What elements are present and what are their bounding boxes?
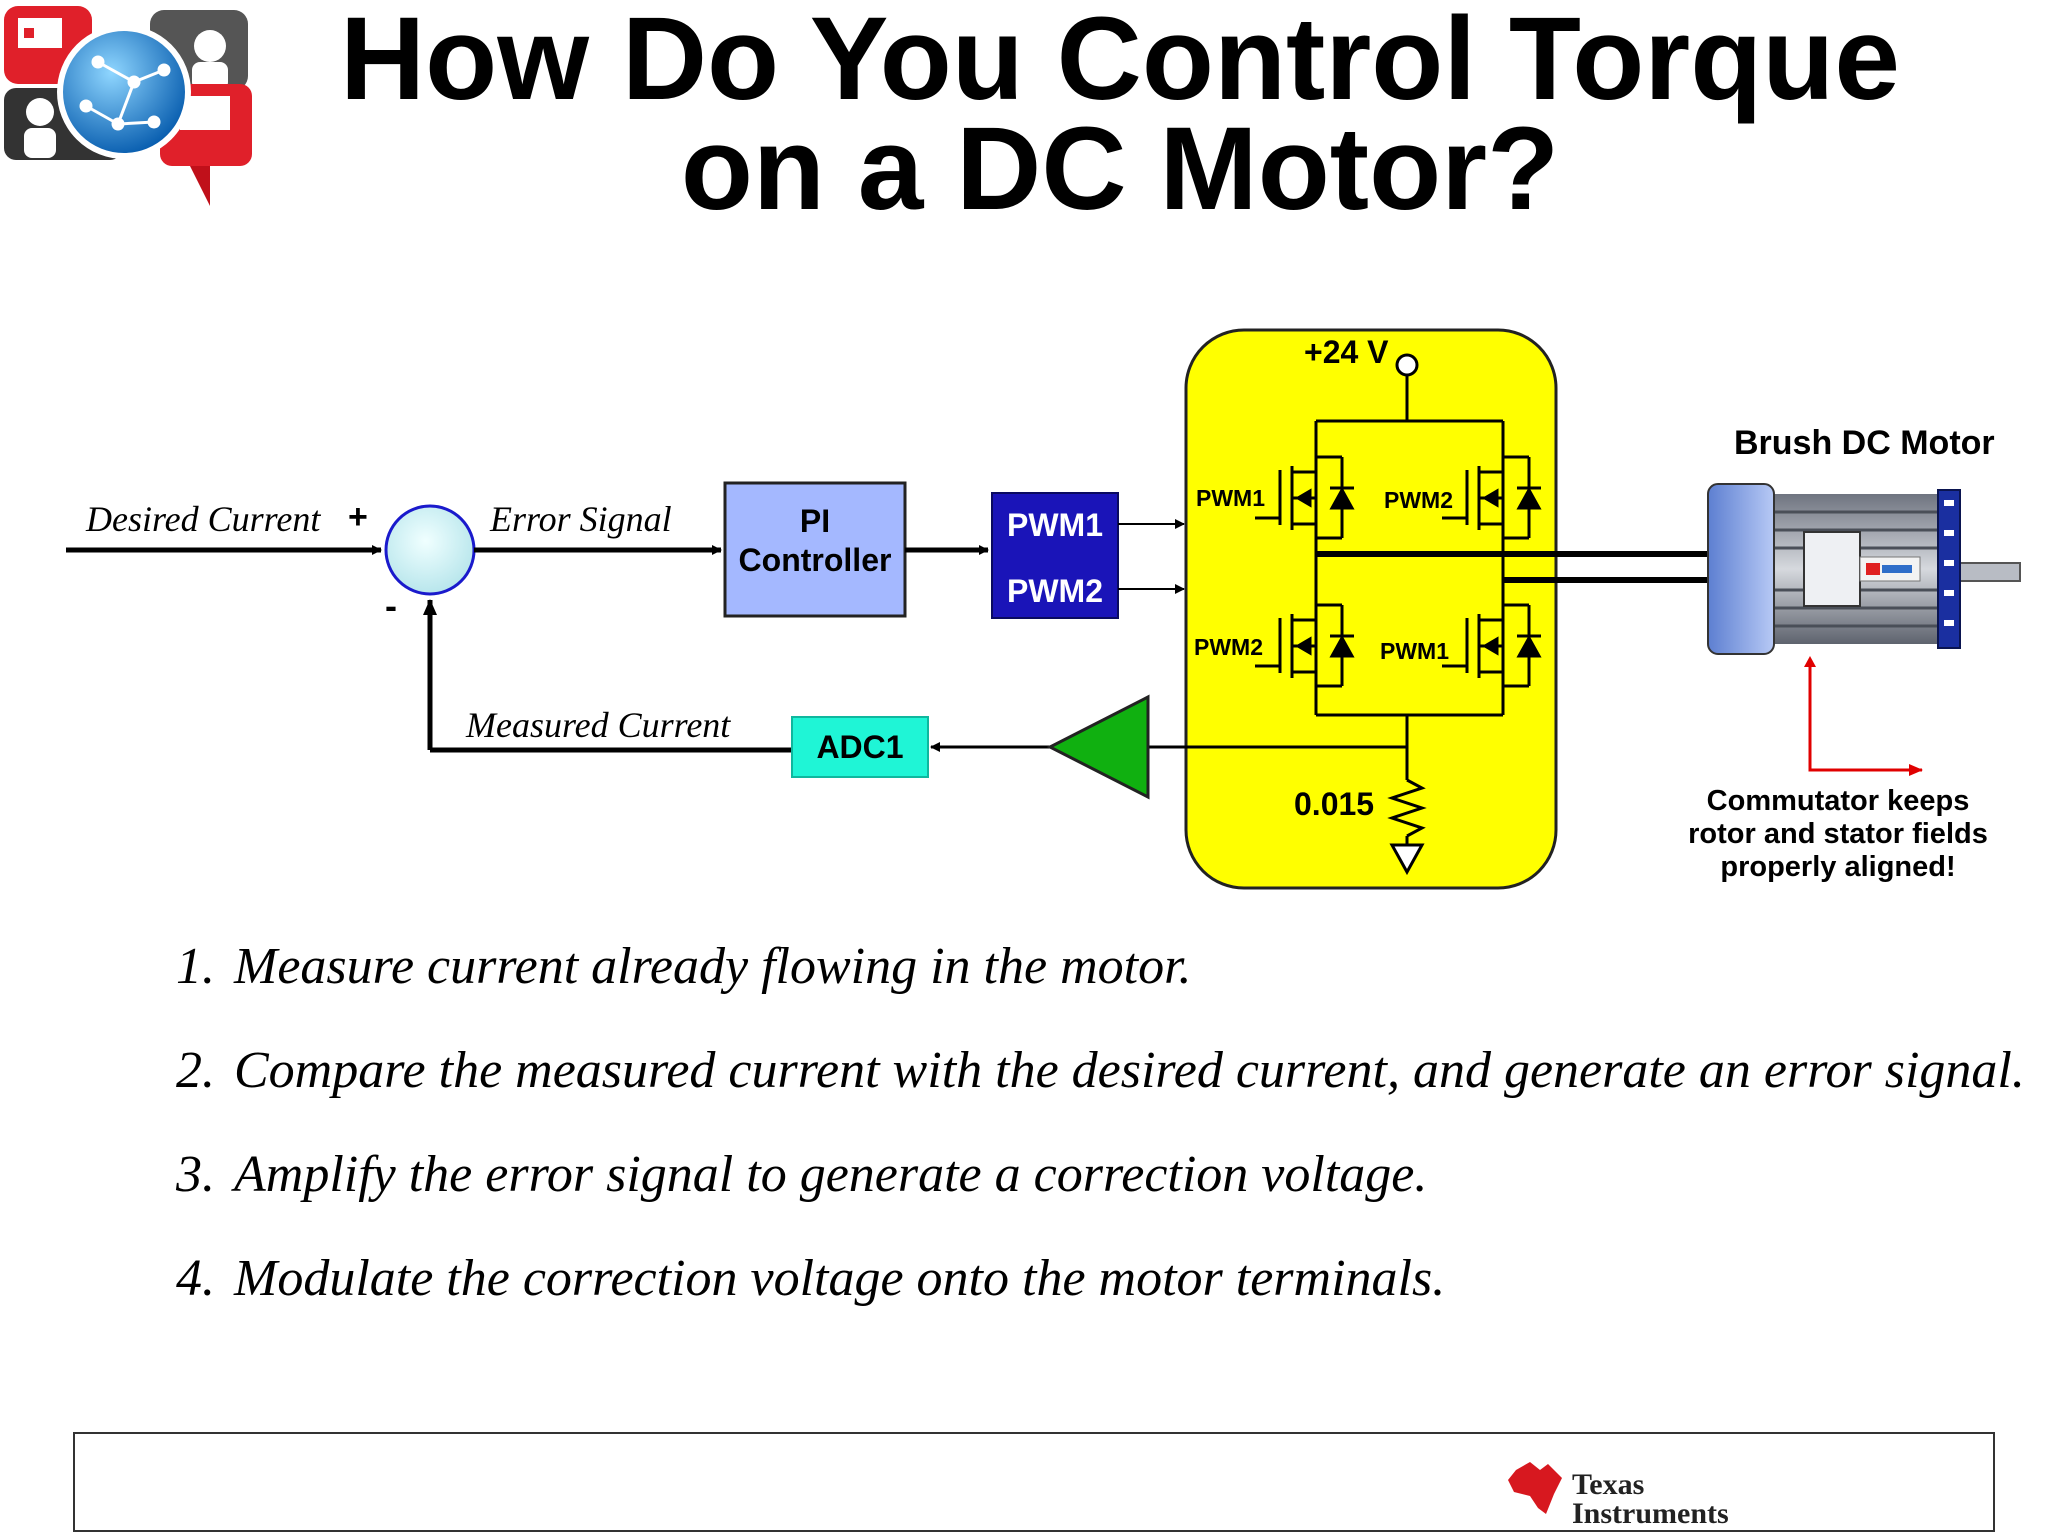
- pwm-block: [991, 492, 1119, 619]
- ti-logo-text-line-2: Instruments: [1572, 1497, 1729, 1530]
- pwm-block-label-1: PWM1: [1007, 507, 1103, 543]
- pi-controller-label-line-2: Controller: [739, 542, 892, 578]
- step-text: Amplify the error signal to generate a c…: [234, 1146, 1428, 1203]
- gate-label-top-right: PWM2: [1384, 487, 1453, 513]
- mosfet-top-right: [1442, 455, 1542, 540]
- minus-sign: -: [385, 585, 397, 626]
- commutator-note-line-1: Commutator keeps: [1707, 785, 1970, 817]
- steps-list: 1. Measure current already flowing in the…: [176, 935, 2025, 1351]
- ground-symbol: [1389, 843, 1425, 876]
- commutator-note-line-3: properly aligned!: [1720, 851, 1955, 883]
- step-number: 3.: [176, 1146, 215, 1203]
- mosfet-bottom-left: [1255, 603, 1355, 688]
- measured-current-label: Measured Current: [465, 705, 731, 745]
- page-title-line-1: How Do You Control Torque: [339, 0, 1901, 125]
- desired-current-label: Desired Current: [85, 499, 321, 539]
- step-number: 4.: [176, 1250, 215, 1307]
- gate-label-top-left: PWM1: [1196, 485, 1265, 511]
- current-sense-amplifier: [1046, 694, 1150, 800]
- adc1-block: [791, 716, 929, 778]
- step-text: Modulate the correction voltage onto the…: [234, 1250, 1446, 1307]
- globe-network-icon: [4, 6, 252, 206]
- commutator-note-line-2: rotor and stator fields: [1688, 818, 1988, 850]
- error-signal-label: Error Signal: [489, 499, 672, 539]
- supply-terminal: [1395, 353, 1419, 377]
- shunt-resistor-label: 0.015: [1294, 786, 1374, 822]
- pi-controller-label-line-1: PI: [800, 503, 830, 539]
- h-bridge-wiring: [1314, 375, 1505, 845]
- gate-label-bottom-left: PWM2: [1194, 634, 1263, 660]
- adc1-label: ADC1: [816, 729, 903, 765]
- step-item: 4. Modulate the correction voltage onto t…: [176, 1247, 2025, 1351]
- step-text: Compare the measured current with the de…: [234, 1042, 2025, 1099]
- footer-bar: [73, 1432, 1995, 1532]
- step-item: 1. Measure current already flowing in the…: [176, 935, 2025, 1039]
- commutator-note-arrow: [1808, 665, 1923, 776]
- page-title-line-2: on a DC Motor?: [680, 103, 1560, 235]
- motor-label: Brush DC Motor: [1734, 424, 1995, 462]
- texas-instruments-logo: Texas Instruments: [1508, 1462, 1729, 1530]
- supply-voltage-label: +24 V: [1304, 334, 1389, 370]
- commutator-note-arrowhead: [1804, 656, 1816, 667]
- summing-junction: [384, 504, 476, 596]
- mosfet-bottom-right: [1442, 603, 1542, 688]
- pwm-block-label-2: PWM2: [1007, 573, 1103, 609]
- pi-controller-block: [723, 481, 907, 618]
- step-number: 2.: [176, 1042, 215, 1099]
- brush-dc-motor-image: [1707, 483, 2021, 655]
- ti-logo-text-line-1: Texas: [1572, 1468, 1644, 1501]
- step-number: 1.: [176, 938, 215, 995]
- plus-sign: +: [348, 498, 368, 536]
- gate-label-bottom-right: PWM1: [1380, 638, 1449, 664]
- step-text: Measure current already flowing in the m…: [234, 938, 1192, 995]
- mosfet-top-left: [1255, 455, 1355, 540]
- step-item: 2. Compare the measured current with the …: [176, 1039, 2025, 1143]
- step-item: 3. Amplify the error signal to generate a…: [176, 1143, 2025, 1247]
